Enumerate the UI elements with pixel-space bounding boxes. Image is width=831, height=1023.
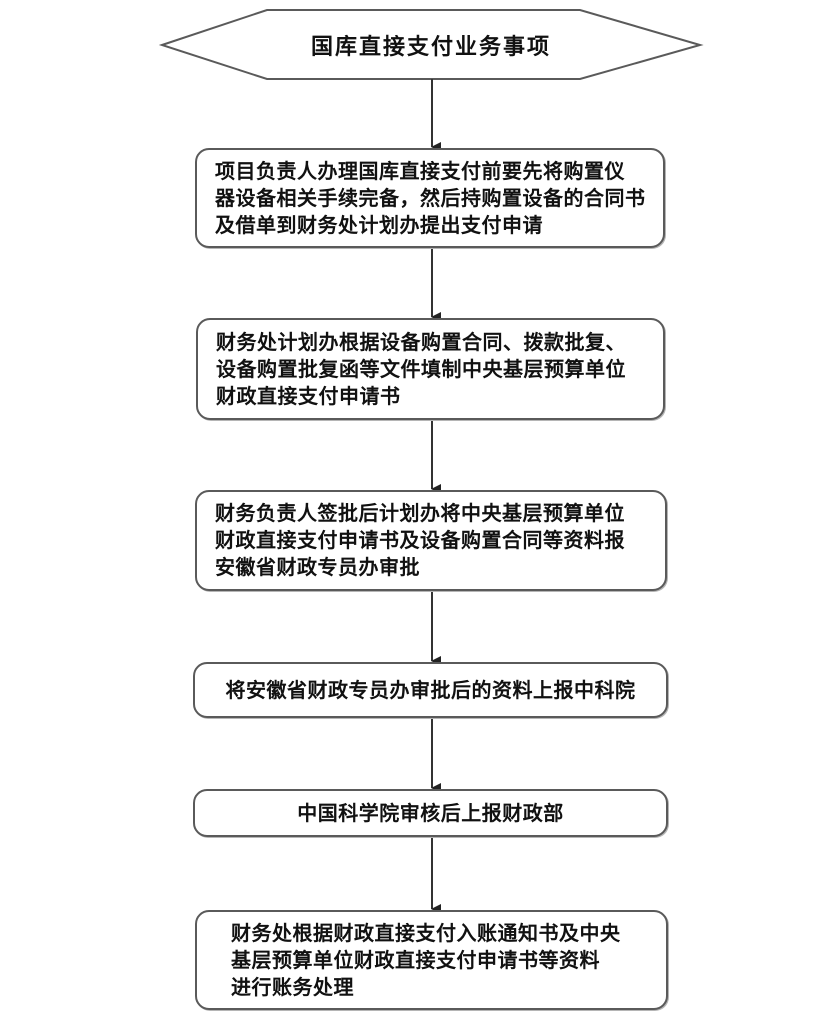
step-4-box: 将安徽省财政专员办审批后的资料上报中科院 (193, 662, 668, 718)
step-1-line-2: 器设备相关手续完备，然后持购置设备的合同书 (215, 185, 646, 210)
step-2-line-1: 财务处计划办根据设备购置合同、拨款批复、 (216, 329, 626, 354)
step-3-line-2: 财政直接支付申请书及设备购置合同等资料报 (215, 528, 625, 552)
step-1-line-3: 及借单到财务处计划办提出支付申请 (215, 212, 543, 237)
step-3-text: 财务负责人签批后计划办将中央基层预算单位财政直接支付申请书及设备购置合同等资料报… (215, 500, 625, 581)
step-3-line-3: 安徽省财政专员办审批 (215, 555, 420, 579)
step-6-line-1: 财务处根据财政直接支付入账通知书及中央 (231, 920, 621, 945)
step-6-line-2: 基层预算单位财政直接支付申请书等资料 (231, 947, 600, 972)
step-5-box: 中国科学院审核后上报财政部 (193, 789, 668, 837)
step-2-text: 财务处计划办根据设备购置合同、拨款批复、设备购置批复函等文件填制中央基层预算单位… (216, 329, 626, 410)
step-5-text: 中国科学院审核后上报财政部 (297, 800, 564, 827)
step-3-box: 财务负责人签批后计划办将中央基层预算单位财政直接支付申请书及设备购置合同等资料报… (195, 490, 667, 591)
step-2-box: 财务处计划办根据设备购置合同、拨款批复、设备购置批复函等文件填制中央基层预算单位… (196, 318, 665, 420)
step-6-box: 财务处根据财政直接支付入账通知书及中央基层预算单位财政直接支付申请书等资料进行账… (195, 910, 668, 1010)
step-2-line-3: 财政直接支付申请书 (216, 383, 401, 408)
start-node-hexagon (158, 9, 704, 80)
start-node-label: 国库直接支付业务事项 (310, 34, 551, 60)
step-3-line-1: 财务负责人签批后计划办将中央基层预算单位 (215, 501, 625, 525)
step-5-line-1: 中国科学院审核后上报财政部 (297, 800, 564, 825)
step-4-text: 将安徽省财政专员办审批后的资料上报中科院 (226, 677, 636, 704)
step-1-text: 项目负责人办理国库直接支付前要先将购置仪器设备相关手续完备，然后持购置设备的合同… (215, 158, 646, 239)
step-4-line-1: 将安徽省财政专员办审批后的资料上报中科院 (225, 677, 636, 702)
step-1-box: 项目负责人办理国库直接支付前要先将购置仪器设备相关手续完备，然后持购置设备的合同… (195, 148, 665, 248)
step-6-text: 财务处根据财政直接支付入账通知书及中央基层预算单位财政直接支付申请书等资料进行账… (231, 920, 621, 1001)
step-1-line-1: 项目负责人办理国库直接支付前要先将购置仪 (215, 158, 625, 183)
step-6-line-3: 进行账务处理 (231, 974, 354, 999)
step-2-line-2: 设备购置批复函等文件填制中央基层预算单位 (216, 356, 626, 381)
